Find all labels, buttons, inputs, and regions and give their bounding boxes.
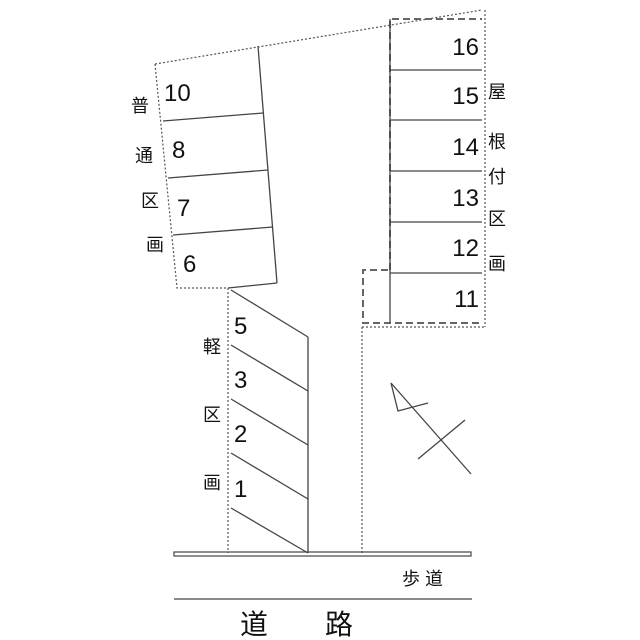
regular-label-char: 区 — [141, 191, 159, 212]
kei-label-char: 画 — [203, 473, 221, 494]
space-number: 11 — [454, 286, 479, 313]
divider-8-7 — [167, 169, 269, 179]
space-number: 7 — [177, 195, 190, 222]
road-label-char: 路 — [325, 608, 353, 640]
regular-label-char: 画 — [146, 235, 164, 256]
sidewalk-label-char: 歩 — [402, 569, 420, 590]
north-arrow-icon — [390, 382, 472, 475]
kei-diagonal-3 — [230, 398, 309, 446]
sidewalk-label-char: 道 — [425, 569, 443, 590]
regular-block-right-edge — [257, 45, 278, 284]
space-number: 13 — [452, 185, 479, 212]
space-number: 3 — [234, 367, 247, 394]
sidewalk-curb — [173, 551, 472, 557]
covered-label-char: 区 — [488, 209, 506, 230]
space-number: 5 — [234, 313, 247, 340]
space-number: 14 — [452, 134, 479, 161]
site-boundary-top — [154, 9, 483, 65]
space-number: 15 — [452, 83, 479, 110]
covered-label-char: 画 — [488, 254, 506, 275]
space-number: 16 — [452, 34, 479, 61]
kei-diagonal-2 — [230, 344, 309, 392]
space-number: 1 — [234, 476, 247, 503]
divider-7-6 — [172, 226, 274, 236]
space-number: 10 — [164, 80, 191, 107]
covered-label-char: 屋 — [488, 82, 506, 103]
regular-block-bottom-edge — [227, 282, 278, 289]
kei-diagonal-5 — [230, 507, 309, 554]
divider-10-8 — [162, 112, 264, 122]
road-label-char: 道 — [240, 608, 268, 640]
covered-label-char: 根 — [488, 132, 506, 153]
regular-label-char: 普 — [131, 96, 149, 117]
regular-label-char: 通 — [135, 146, 153, 167]
kei-diagonal-4 — [230, 452, 309, 500]
kei-label-char: 区 — [203, 405, 221, 426]
space-number: 8 — [172, 137, 185, 164]
kei-label-char: 軽 — [203, 337, 221, 358]
space-number: 12 — [452, 235, 479, 262]
space-number: 6 — [183, 251, 196, 278]
site-boundary-left — [154, 63, 228, 289]
roof-outline-bottom — [362, 269, 482, 324]
space-number: 2 — [234, 421, 247, 448]
covered-label-char: 付 — [488, 167, 506, 188]
kei-diagonal-1 — [230, 289, 309, 338]
